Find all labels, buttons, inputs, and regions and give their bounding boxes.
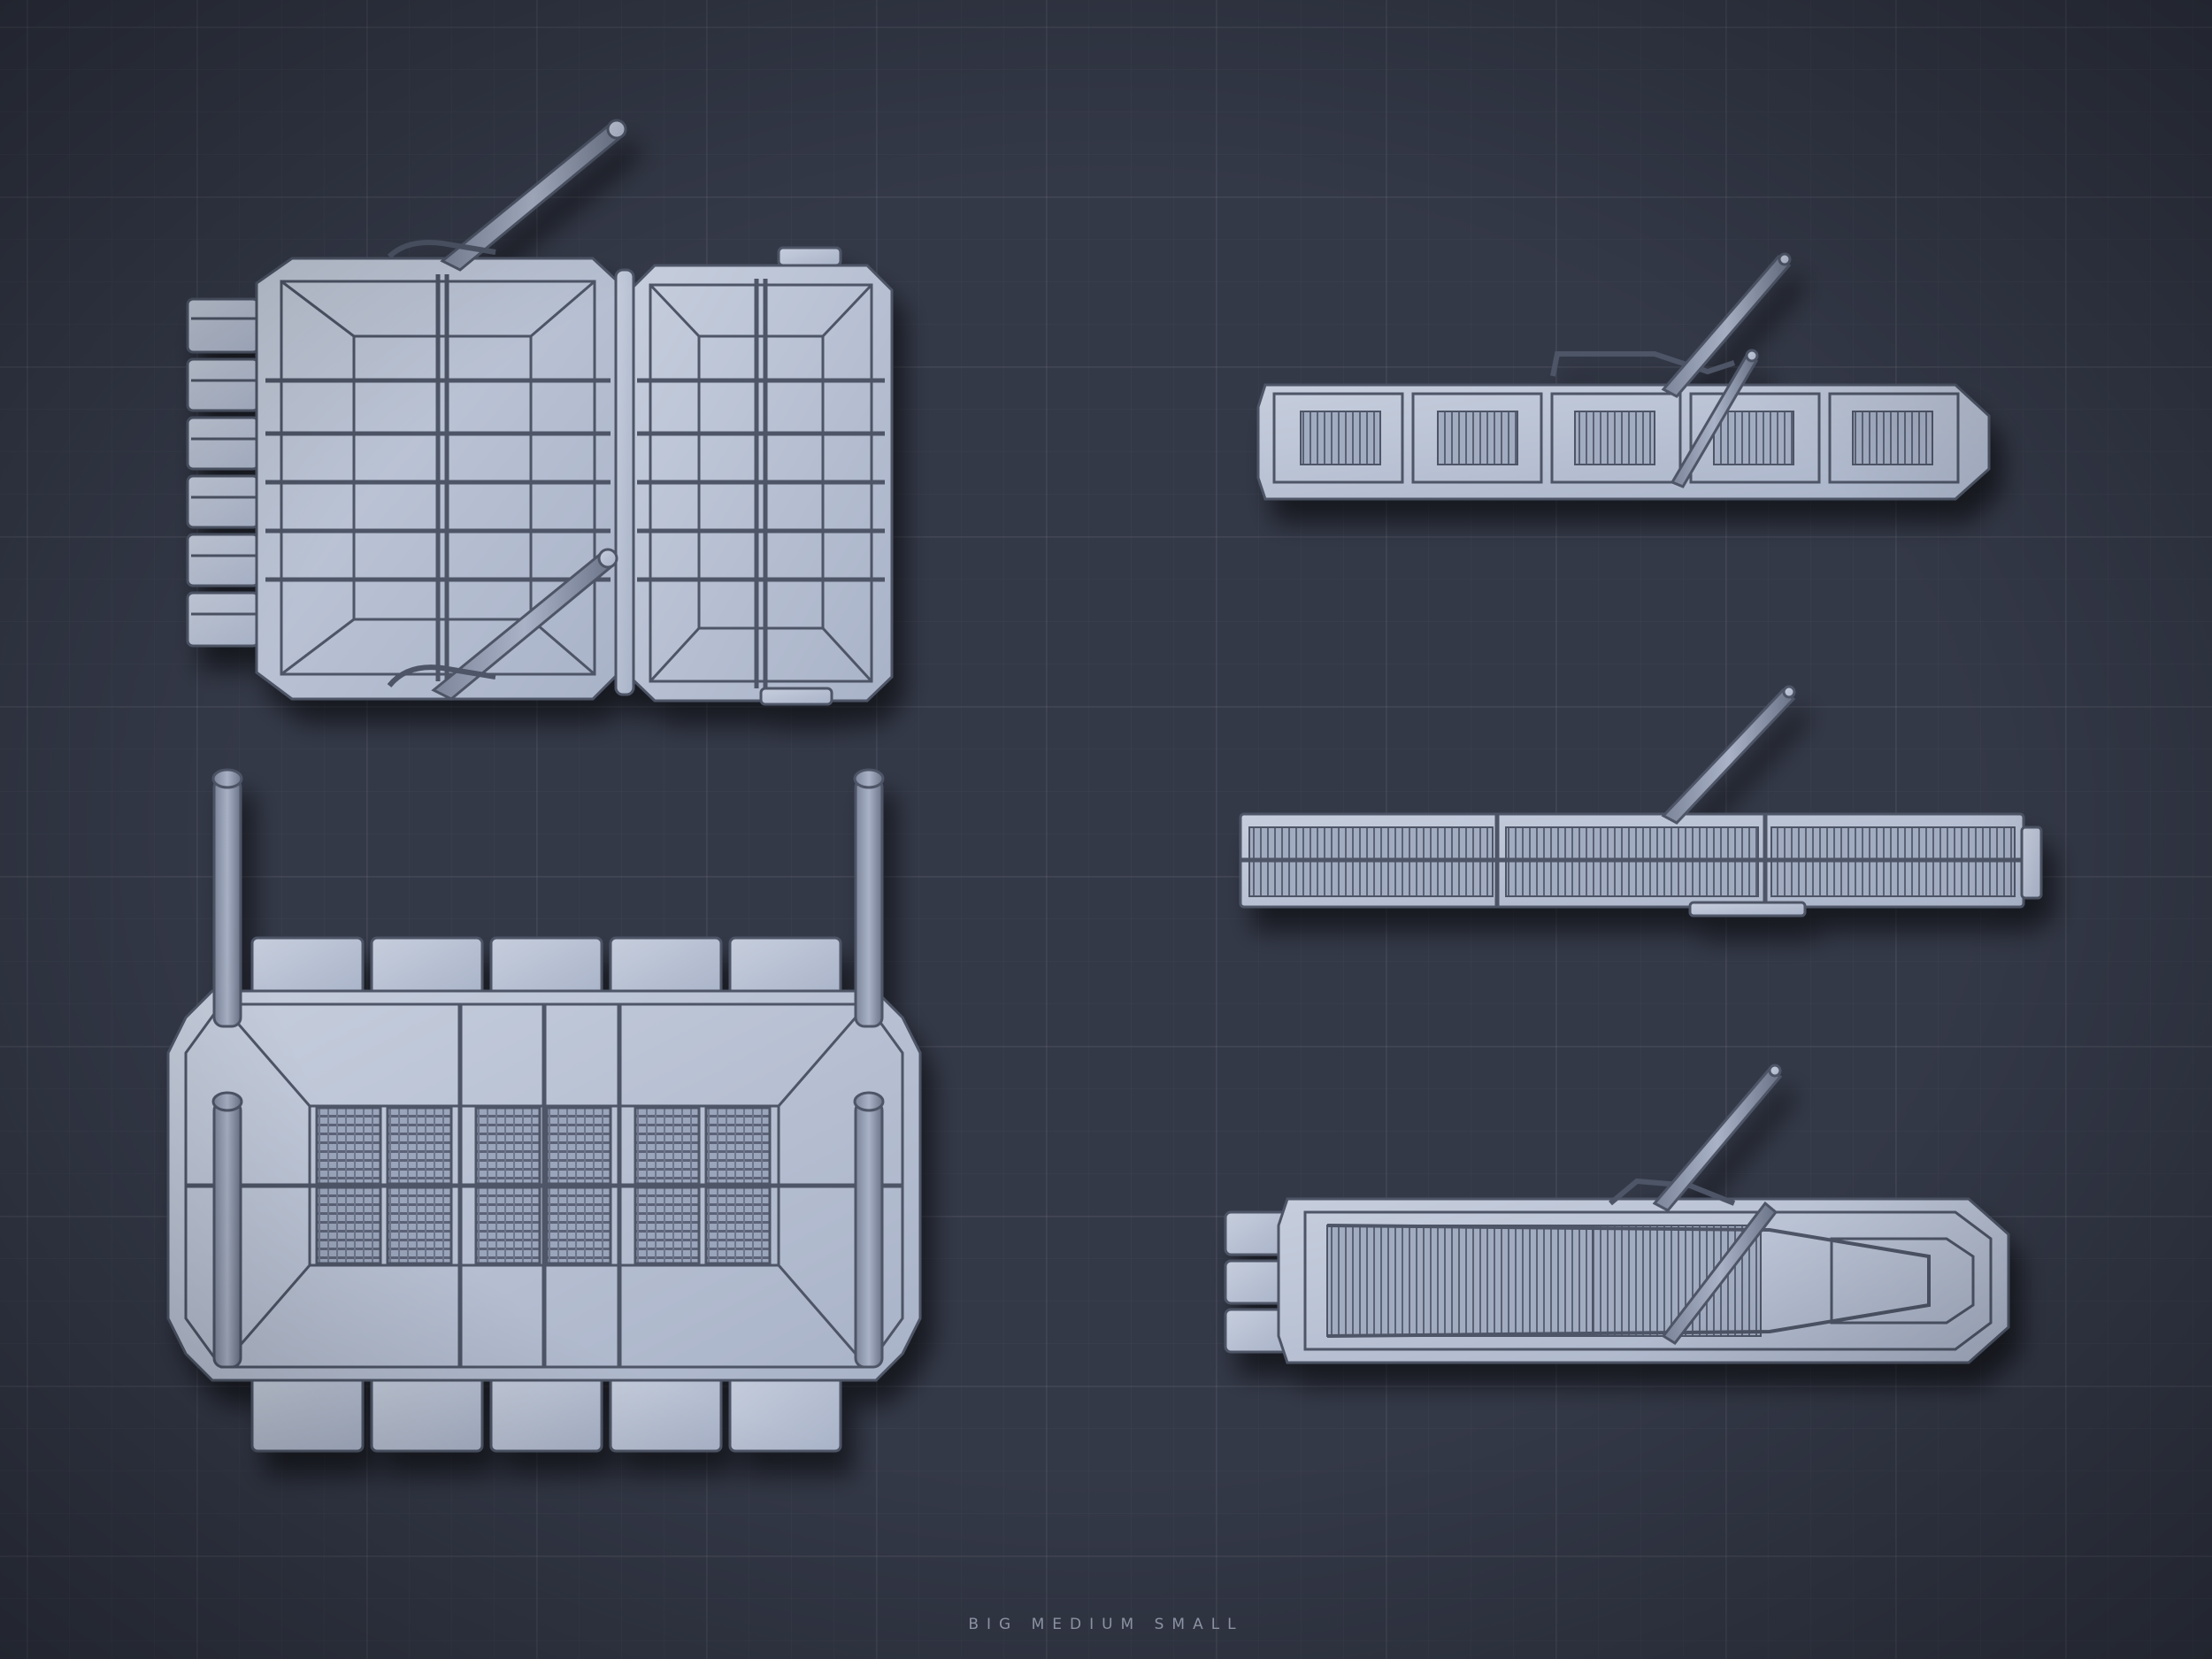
- small-view-model: [1224, 1064, 2010, 1364]
- big-top-view-model: [186, 119, 894, 706]
- top-fins: [250, 936, 842, 1002]
- side-grips: [1224, 1210, 1289, 1354]
- handle-rod: [387, 548, 618, 701]
- handle-rod: [387, 119, 627, 272]
- side-grips: [186, 297, 260, 648]
- medium-view-2-model: [1239, 685, 2043, 918]
- side-rods: [211, 768, 885, 1369]
- caption-text: BIG MEDIUM SMALL: [968, 1616, 1244, 1633]
- grill-panels: [315, 1106, 772, 1265]
- medium-view-1-model: [1256, 252, 1991, 501]
- bottom-fins: [250, 1365, 842, 1453]
- big-side-view-model: [166, 768, 922, 1453]
